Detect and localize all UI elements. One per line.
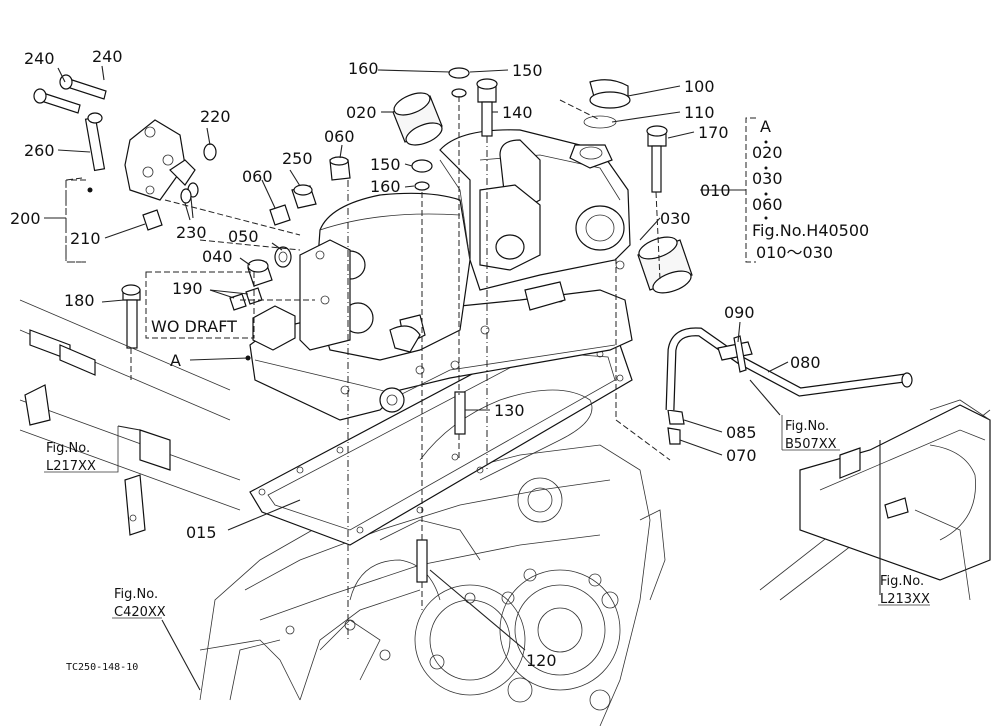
assembly-note: A 020 030 060 Fig.No.H40500 010～030 (752, 117, 869, 262)
label-160b: 160 (370, 177, 401, 196)
label-220: 220 (200, 107, 231, 126)
label-210: 210 (70, 229, 101, 248)
wo-draft-box: WO DRAFT (145, 271, 255, 339)
assembly-note-brace (745, 117, 756, 263)
wo-draft-label: WO DRAFT (151, 317, 237, 336)
assembly-note-head: A (760, 117, 771, 136)
label-060b: 060 (324, 127, 355, 146)
label-250: 250 (282, 149, 313, 168)
label-140: 140 (502, 103, 533, 122)
fig-ref-b507: Fig.No. B507XX (781, 415, 840, 452)
transmission-case (199, 444, 666, 726)
label-160a: 160 (348, 59, 379, 78)
part-labels: 240 240 220 260 200 210 230 060 060 250 … (10, 47, 821, 670)
fig-ref-b507-line2: B507XX (785, 437, 837, 452)
label-130: 130 (494, 401, 525, 420)
fig-ref-l213-line1: Fig.No. (880, 574, 924, 589)
fig-ref-l213-line2: L213XX (880, 592, 930, 607)
label-080: 080 (790, 353, 821, 372)
fig-ref-c420-line2: C420XX (114, 605, 166, 620)
gasket-015 (249, 337, 633, 546)
label-180: 180 (64, 291, 95, 310)
label-240a: 240 (24, 49, 55, 68)
fig-ref-l213: Fig.No. L213XX (878, 574, 930, 607)
label-085: 085 (726, 423, 757, 442)
label-015: 015 (186, 523, 217, 542)
label-030: 030 (660, 209, 691, 228)
assembly-brace-200 (65, 177, 86, 263)
label-090: 090 (724, 303, 755, 322)
label-200: 200 (10, 209, 41, 228)
assembly-note-range: 010～030 (756, 243, 833, 262)
fig-ref-c420-line1: Fig.No. (114, 587, 158, 602)
fig-ref-b507-line1: Fig.No. (785, 419, 829, 434)
label-020: 020 (346, 103, 377, 122)
label-170: 170 (698, 123, 729, 142)
label-230: 230 (176, 223, 207, 242)
fig-ref-l217-line2: L217XX (46, 459, 96, 474)
assembly-note-item-030: 030 (752, 169, 783, 188)
label-150a: 150 (512, 61, 543, 80)
leader-lines (44, 65, 881, 691)
center-lines (65, 96, 671, 640)
right-bracket (759, 399, 991, 601)
assembly-note-item-020: 020 (752, 143, 783, 162)
label-260: 260 (24, 141, 55, 160)
bushing-020 (392, 92, 443, 146)
label-070: 070 (726, 446, 757, 465)
left-frame (19, 299, 241, 536)
label-mark-a: A (170, 351, 181, 370)
label-110: 110 (684, 103, 715, 122)
label-120: 120 (526, 651, 557, 670)
assembly-note-item-060: 060 (752, 195, 783, 214)
label-010: 010 (700, 181, 731, 200)
label-100: 100 (684, 77, 715, 96)
label-240b: 240 (92, 47, 123, 66)
label-040: 040 (202, 247, 233, 266)
label-050: 050 (228, 227, 259, 246)
label-060a: 060 (242, 167, 273, 186)
small-parts (121, 67, 685, 583)
label-150b: 150 (370, 155, 401, 174)
drawing-ref-code: TC250-148-10 (66, 662, 138, 673)
fig-ref-l217-line1: Fig.No. (46, 441, 90, 456)
assembly-note-fig: Fig.No.H40500 (752, 221, 869, 240)
label-190: 190 (172, 279, 203, 298)
bracket-assembly-200 (33, 74, 217, 231)
fig-ref-l217: Fig.No. L217XX (44, 426, 119, 474)
fig-ref-c420: Fig.No. C420XX (112, 587, 166, 620)
bushing-030 (637, 236, 693, 294)
pipe-080 (665, 327, 913, 411)
